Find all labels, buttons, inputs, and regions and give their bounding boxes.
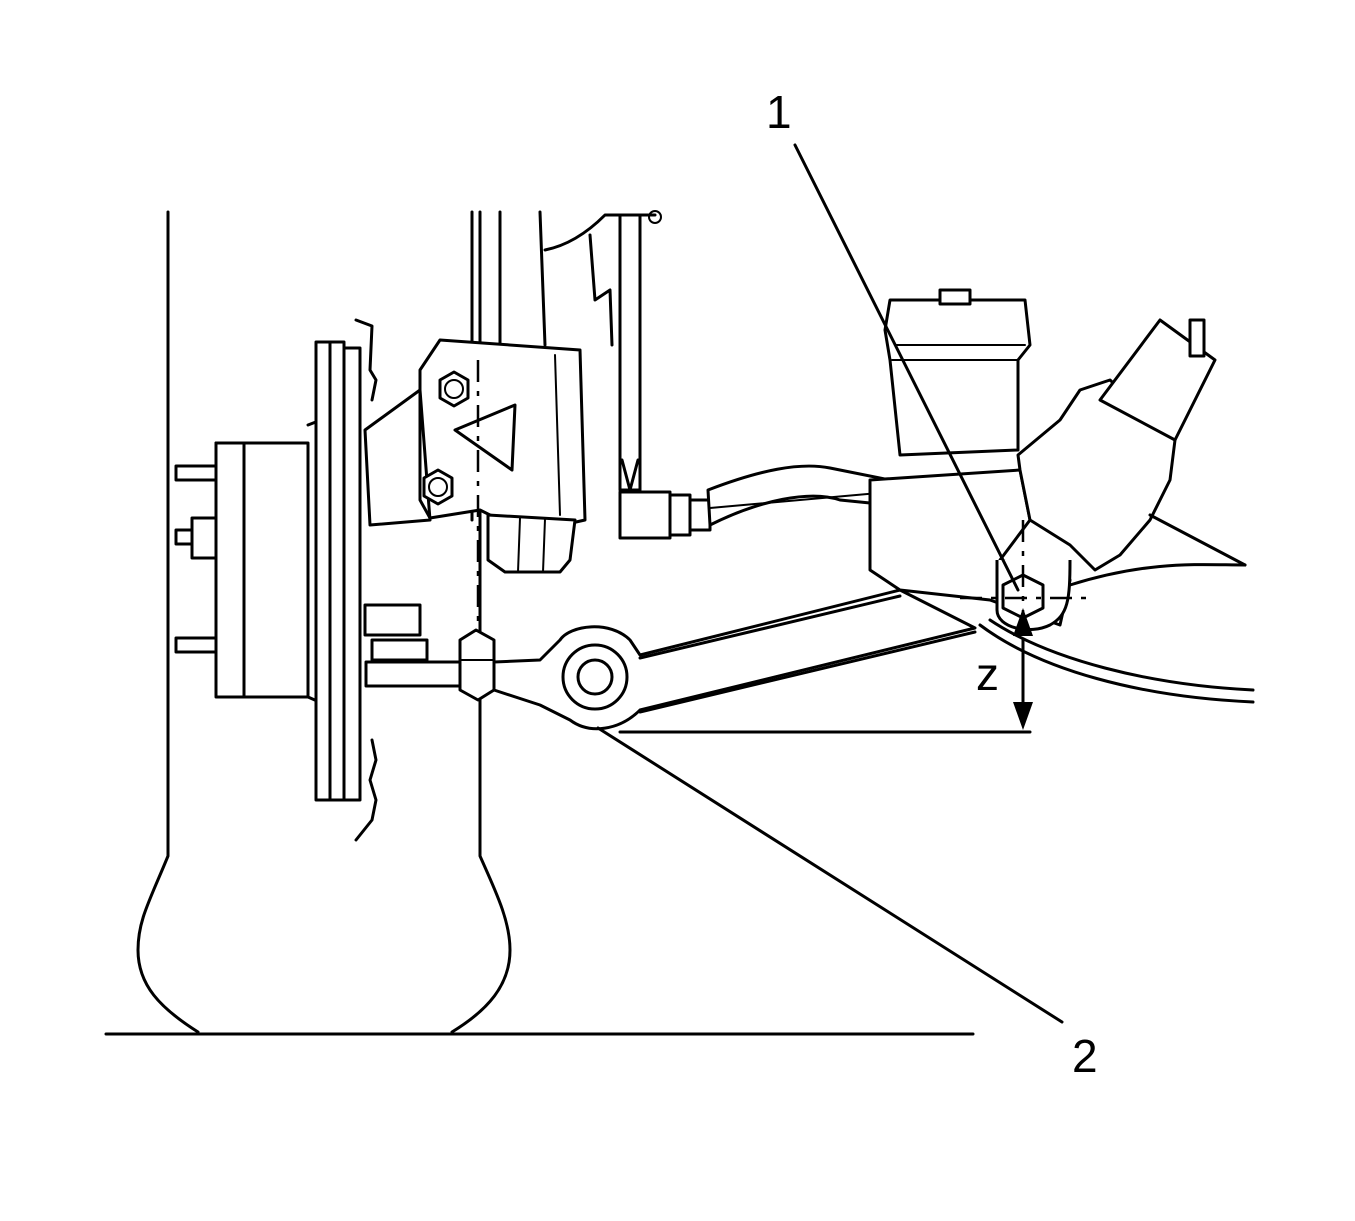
leader-line-1 (793, 143, 1020, 592)
arrow-down-icon (1013, 702, 1033, 730)
arrow-up-icon (1013, 608, 1033, 636)
strut-assembly (363, 210, 642, 574)
ball-joint (363, 603, 496, 702)
wheel-hub (174, 318, 378, 842)
dimension-z: z (618, 608, 1033, 734)
callout-2: 2 (1072, 1030, 1098, 1082)
lower-control-arm (492, 588, 977, 731)
callout-1: 1 (766, 86, 792, 138)
tie-rod (618, 210, 892, 540)
dimension-z-label: z (976, 648, 999, 700)
leader-line-2 (596, 726, 1064, 1024)
